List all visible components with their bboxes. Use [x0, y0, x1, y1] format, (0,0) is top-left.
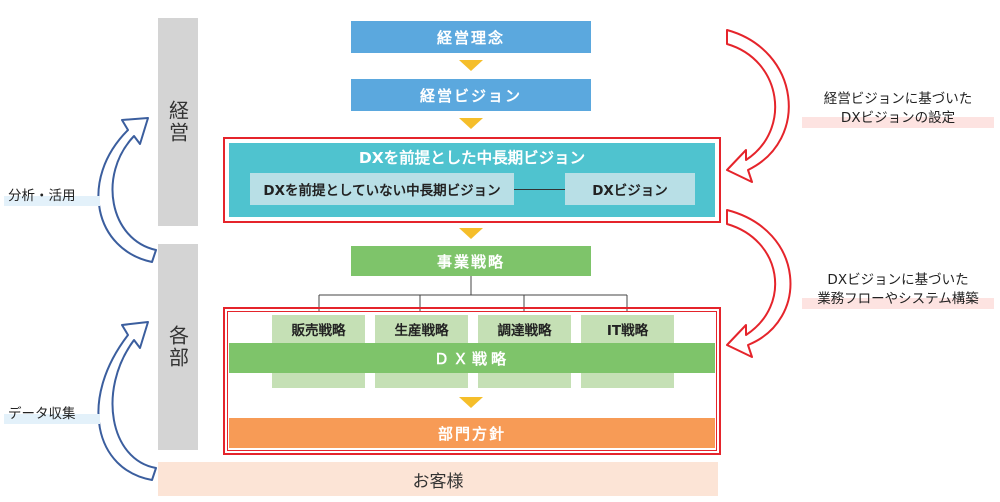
customer-label: お客様 [412, 471, 464, 492]
management-bar: 経営 [158, 18, 198, 226]
dx-strategy-frame-inner [227, 311, 717, 451]
data-collection-label: データ収集 [8, 406, 76, 422]
top-right-text: 経営ビジョンに基づいた DXビジョンの設定 [800, 90, 996, 128]
vision-label: 経営ビジョン [419, 86, 522, 105]
analysis-underline [4, 196, 100, 206]
strategy-it-box: IT戦略 [581, 315, 674, 343]
dept-policy-label: 部門方針 [437, 424, 506, 443]
bottom-right-line-2: 業務フローやシステム構築 [817, 291, 979, 307]
strategy-sales-tail [272, 373, 365, 388]
non-dx-long-term-label: DXを前提としていない中長期ビジョン [263, 183, 501, 199]
dx-vision-label: DXビジョン [592, 183, 668, 199]
strategy-production-box: 生産戦略 [375, 315, 468, 343]
dx-strategy-frame-outer [223, 307, 721, 455]
departments-label: 各部 [165, 325, 190, 369]
top-right-note: 経営ビジョンに基づいた DXビジョンの設定 [800, 90, 996, 130]
bottom-right-line-1: DXビジョンに基づいた [827, 272, 969, 288]
management-label: 経営 [165, 100, 190, 144]
analysis-label: 分析・活用 [8, 188, 76, 204]
strategy-production-tail [375, 373, 468, 388]
dx-long-term-title: DXを前提とした中長期ビジョン [229, 146, 715, 168]
down-arrow-3 [459, 228, 483, 239]
dx-strategy-label: ＤＸ戦略 [433, 349, 510, 368]
bottom-red-curve-arrow [726, 209, 792, 358]
bottom-right-note: DXビジョンに基づいた 業務フローやシステム構築 [800, 271, 996, 311]
business-strategy-box: 事業戦略 [351, 246, 591, 276]
analysis-curve-arrow [97, 117, 157, 263]
connector-line [514, 189, 565, 190]
strategy-sales-box: 販売戦略 [272, 315, 365, 343]
data-collection-curve-arrow [97, 321, 157, 481]
analysis-note: 分析・活用 [4, 184, 104, 206]
data-collection-underline [4, 414, 100, 424]
customer-bar: お客様 [158, 462, 718, 496]
vision-box: 経営ビジョン [351, 79, 591, 111]
strategy-it-label: IT戦略 [606, 323, 649, 339]
departments-bar: 各部 [158, 244, 198, 450]
bottom-right-text: DXビジョンに基づいた 業務フローやシステム構築 [800, 271, 996, 309]
dx-strategy-box: ＤＸ戦略 [229, 343, 715, 373]
down-arrow-4 [459, 397, 483, 408]
down-arrow-1 [459, 60, 483, 71]
dx-vision-frame [223, 137, 721, 223]
top-red-curve-arrow [726, 29, 790, 183]
business-strategy-label: 事業戦略 [436, 252, 505, 271]
top-right-underline [802, 117, 994, 128]
dept-policy-box: 部門方針 [229, 418, 715, 448]
dx-vision-box: DXビジョン [565, 173, 695, 205]
top-right-line-2: DXビジョンの設定 [840, 110, 956, 126]
data-collection-note: データ収集 [4, 402, 104, 424]
dx-long-term-label: DXを前提とした中長期ビジョン [358, 149, 586, 167]
strategy-production-label: 生産戦略 [394, 323, 449, 339]
strategy-it-tail [581, 373, 674, 388]
strategy-procurement-label: 調達戦略 [497, 323, 552, 339]
non-dx-long-term-box: DXを前提としていない中長期ビジョン [250, 173, 514, 205]
strategy-procurement-box: 調達戦略 [478, 315, 571, 343]
down-arrow-2 [459, 118, 483, 129]
strategy-sales-label: 販売戦略 [291, 323, 346, 339]
top-right-line-1: 経営ビジョンに基づいた [823, 91, 973, 107]
philosophy-label: 経営理念 [436, 28, 505, 47]
strategy-procurement-tail [478, 373, 571, 388]
philosophy-box: 経営理念 [351, 21, 591, 53]
bottom-right-underline [802, 298, 994, 309]
